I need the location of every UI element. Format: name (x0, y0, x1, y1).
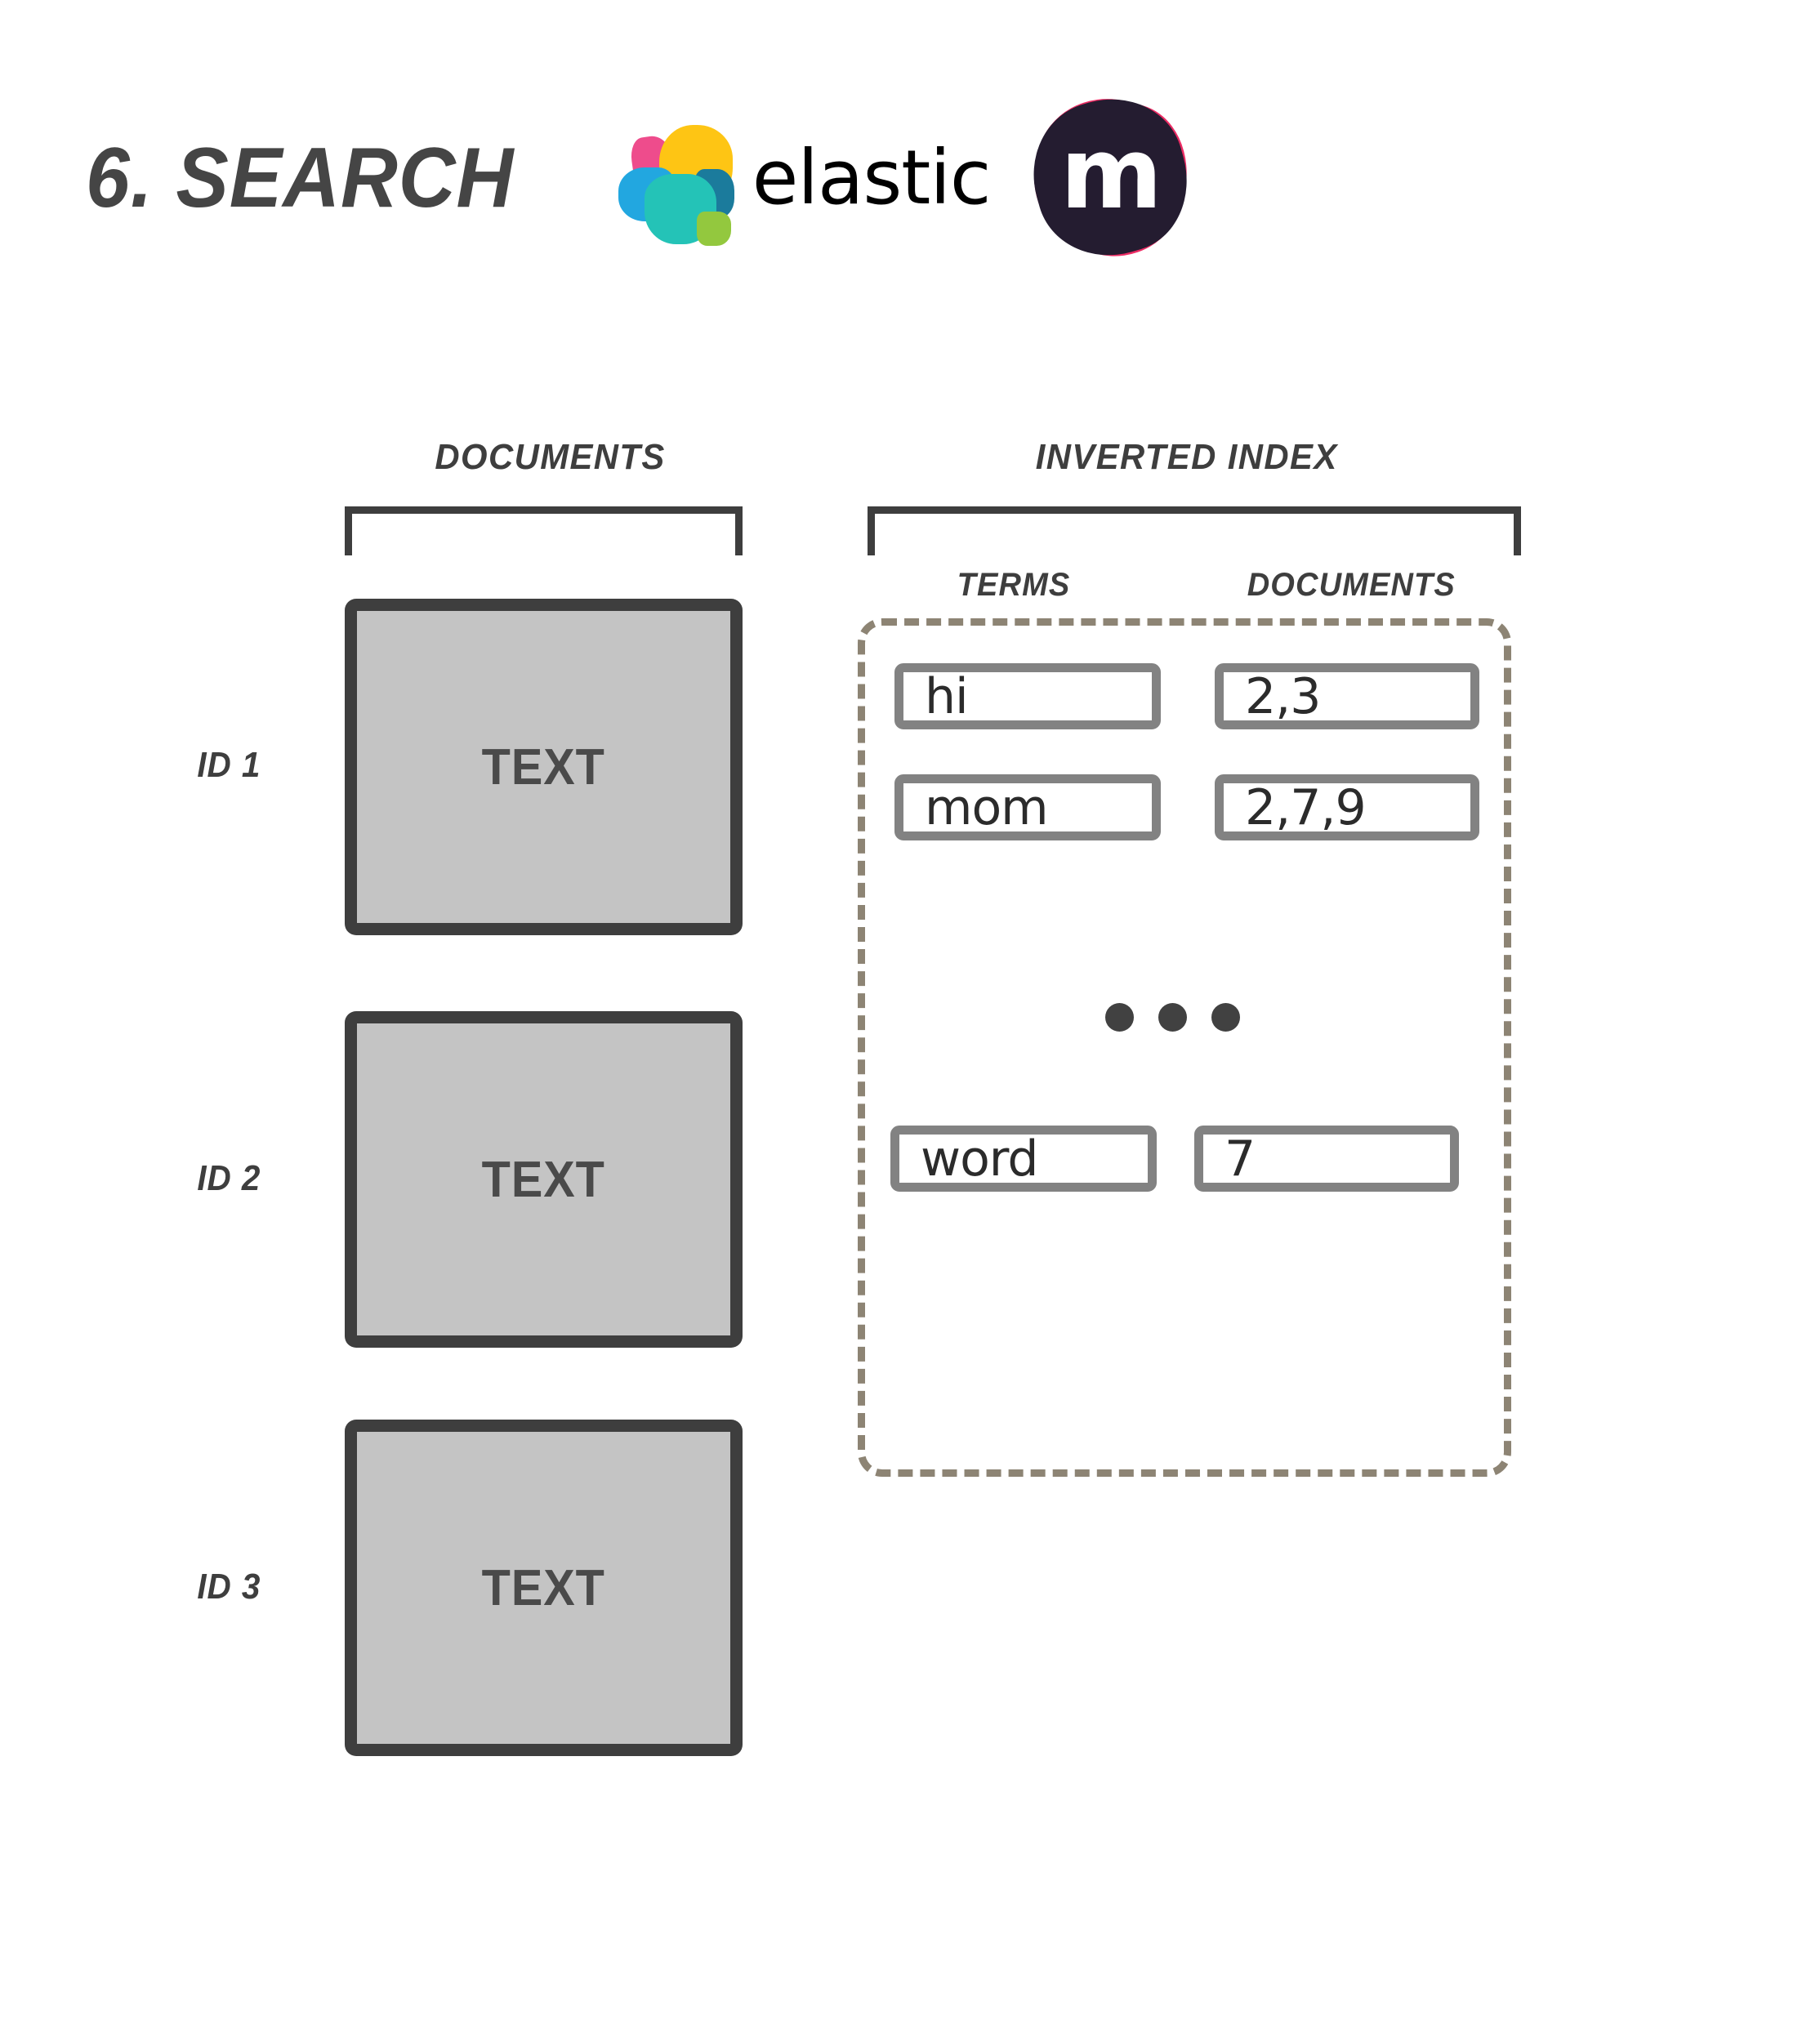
document-id-label-1: ID 1 (197, 745, 261, 785)
ellipsis-dot-2 (1158, 1003, 1187, 1032)
inverted-index-bracket (868, 506, 1521, 555)
document-id-label-3: ID 3 (197, 1567, 261, 1607)
document-box-text-2: TEXT (481, 1151, 606, 1208)
index-documents-text-hi: 2,3 (1245, 667, 1321, 725)
document-id-label-2: ID 2 (197, 1158, 261, 1198)
elastic-wordmark: elastic (752, 134, 992, 221)
index-term-cell-word[interactable]: word (890, 1126, 1157, 1192)
index-documents-cell-word[interactable]: 7 (1194, 1126, 1459, 1192)
page-title: 6. SEARCH (86, 131, 515, 225)
inverted-index-section-heading: INVERTED INDEX (1035, 437, 1338, 477)
index-term-cell-mom[interactable]: mom (894, 774, 1161, 840)
document-box-1[interactable]: TEXT (345, 599, 743, 935)
index-documents-cell-hi[interactable]: 2,3 (1215, 663, 1479, 729)
m-logo-icon: m (1015, 82, 1206, 273)
inverted-index-container (858, 618, 1511, 1477)
elastic-petal-green-icon (696, 212, 731, 246)
document-box-3[interactable]: TEXT (345, 1420, 743, 1756)
page-header: 6. SEARCH elastic m (86, 82, 1270, 273)
m-logo-letter: m (1059, 118, 1162, 231)
index-term-text-mom: mom (925, 778, 1049, 836)
documents-column-header: DOCUMENTS (1247, 567, 1456, 603)
index-documents-text-word: 7 (1224, 1130, 1256, 1188)
elastic-logo-icon (610, 117, 734, 246)
documents-bracket (345, 506, 743, 555)
index-documents-cell-mom[interactable]: 2,7,9 (1215, 774, 1479, 840)
index-documents-text-mom: 2,7,9 (1245, 778, 1367, 836)
document-box-2[interactable]: TEXT (345, 1011, 743, 1348)
index-term-cell-hi[interactable]: hi (894, 663, 1161, 729)
documents-section-heading: DOCUMENTS (435, 437, 666, 477)
ellipsis-dot-3 (1211, 1003, 1240, 1032)
index-term-text-word: word (921, 1130, 1038, 1188)
index-term-text-hi: hi (925, 667, 969, 725)
document-box-text-3: TEXT (481, 1559, 606, 1616)
ellipsis-indicator (1105, 1003, 1240, 1032)
ellipsis-dot-1 (1105, 1003, 1134, 1032)
document-box-text-1: TEXT (481, 738, 606, 796)
terms-column-header: TERMS (957, 567, 1071, 603)
